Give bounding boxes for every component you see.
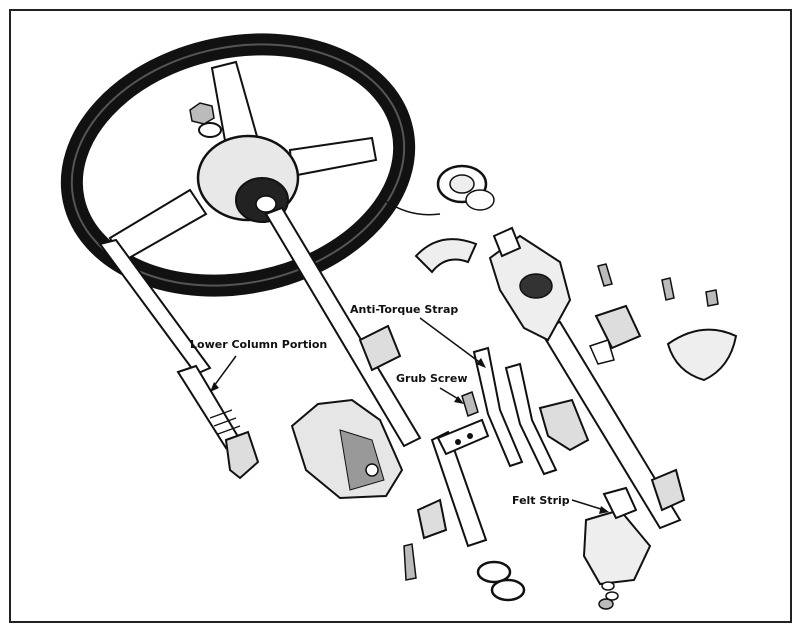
wheel-rim-highlight <box>70 43 406 287</box>
anti-torque-strap-2 <box>504 362 558 476</box>
bracket-plate <box>416 498 448 540</box>
lower-column-assembly <box>98 238 260 480</box>
screw-3 <box>705 289 719 307</box>
label-felt-strip: Felt Strip <box>512 494 570 507</box>
column-bracket-lower <box>650 468 686 512</box>
strap-bracket <box>538 398 590 452</box>
callout-felt-strip: Felt Strip <box>512 494 609 514</box>
label-grub-screw: Grub Screw <box>396 372 467 385</box>
label-anti-torque-strap: Anti-Torque Strap <box>350 303 458 316</box>
horn-cap <box>465 189 495 211</box>
column-clamp <box>358 324 402 372</box>
anti-torque-straps <box>472 346 590 476</box>
switch-housing-opening <box>519 273 553 299</box>
shaft-lower <box>430 430 488 548</box>
lower-bracket <box>403 498 526 602</box>
hub-nut <box>189 102 215 125</box>
washer-2 <box>490 578 526 602</box>
steering-shaft <box>264 206 488 548</box>
horn-wire <box>383 199 441 216</box>
steering-box-bolt <box>365 463 379 477</box>
steering-wheel <box>60 33 416 297</box>
upper-column-assembly <box>488 226 686 530</box>
arrow-felt-strip <box>599 506 609 514</box>
lower-column-tube <box>98 238 212 376</box>
arrow-lower-column-portion <box>210 382 219 392</box>
arrow-grub-screw <box>454 396 464 404</box>
washer-1 <box>476 560 512 584</box>
callout-lower-column-portion: Lower Column Portion <box>190 338 327 392</box>
wheel-hub-bore <box>255 195 277 213</box>
shroud-half-right <box>666 328 738 382</box>
clamp-washer-1 <box>601 581 615 591</box>
steering-box <box>290 398 404 500</box>
horn-ring-inner <box>449 174 475 194</box>
grub-screw-block <box>436 390 490 456</box>
label-lower-column-portion: Lower Column Portion <box>190 338 327 351</box>
clamp-washer-2 <box>605 591 619 601</box>
shroud-clip-small <box>588 339 615 365</box>
screw-1 <box>597 263 613 287</box>
shroud-clip <box>594 304 642 350</box>
arrow-anti-torque-strap <box>476 358 486 368</box>
grub-screw <box>461 390 479 418</box>
horn-contact <box>383 164 495 216</box>
lower-column-coupling <box>224 430 260 480</box>
screw-2 <box>661 277 675 301</box>
shaft-upper <box>264 206 422 448</box>
clamp-nut <box>598 598 614 610</box>
callout-grub-screw: Grub Screw <box>396 372 467 404</box>
shroud-half-left <box>414 238 478 274</box>
hub-washer <box>198 122 222 138</box>
switch-housing-top <box>492 226 522 258</box>
anti-torque-strap-1 <box>472 346 524 468</box>
clamp-block <box>436 418 490 456</box>
felt-strip <box>602 486 638 520</box>
felt-strip-clamp <box>582 486 652 610</box>
callout-anti-torque-strap: Anti-Torque Strap <box>350 303 486 368</box>
bracket-bolt <box>403 543 417 581</box>
